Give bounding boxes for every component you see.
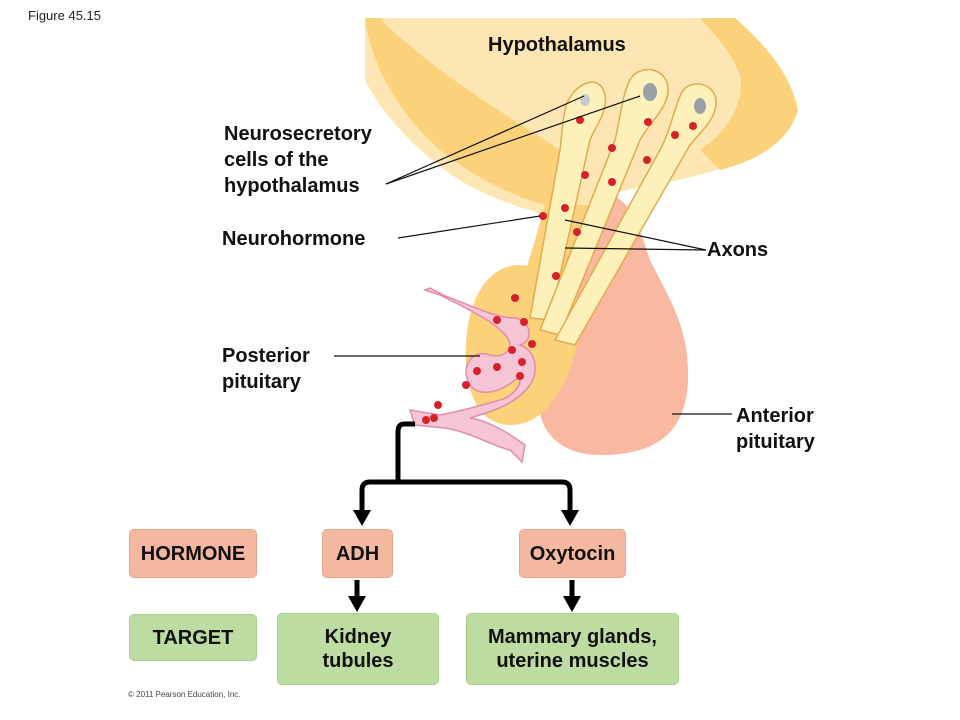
neurohormone-dot bbox=[434, 401, 442, 409]
anterior-pituitary bbox=[539, 194, 689, 456]
label-hypothalamus: Hypothalamus bbox=[488, 34, 626, 56]
neurohormone-dot bbox=[608, 178, 616, 186]
neurohormone-dots bbox=[422, 116, 697, 424]
label-posterior-pituitary: Posterior pituitary bbox=[222, 345, 310, 393]
arrow-head-kidney bbox=[348, 596, 366, 612]
arrow-heads bbox=[348, 510, 581, 612]
neurohormone-dot bbox=[520, 318, 528, 326]
neurohormone-dot bbox=[493, 316, 501, 324]
neurohormone-dot bbox=[473, 367, 481, 375]
neurohormone-dot bbox=[493, 363, 501, 371]
arrow-head-adh bbox=[353, 510, 371, 526]
arrow-head-mammary bbox=[563, 596, 581, 612]
leader-neurohormone bbox=[397, 215, 541, 239]
copyright-notice: © 2011 Pearson Education, Inc. bbox=[128, 690, 241, 699]
blood-vessel bbox=[408, 287, 536, 464]
leader-axons-2 bbox=[564, 247, 707, 251]
neurohormone-dot bbox=[528, 340, 536, 348]
neurohormone-dot bbox=[462, 381, 470, 389]
neurohormone-dot bbox=[581, 171, 589, 179]
label-axons: Axons bbox=[707, 239, 769, 261]
target-kidney-box: Kidney tubules bbox=[277, 613, 439, 685]
neurohormone-dot bbox=[430, 414, 438, 422]
neurohormone-dot bbox=[422, 416, 430, 424]
target-mammary-box: Mammary glands, uterine muscles bbox=[466, 613, 679, 685]
target-header-box: TARGET bbox=[129, 614, 257, 661]
neurohormone-dot bbox=[643, 156, 651, 164]
neurohormone-dot bbox=[573, 228, 581, 236]
neurohormone-dot bbox=[511, 294, 519, 302]
hormone-adh-box: ADH bbox=[322, 529, 393, 578]
neurohormone-dot bbox=[508, 346, 516, 354]
branch-line bbox=[359, 479, 573, 520]
nucleus bbox=[580, 94, 590, 106]
neurosecretory-cell-2 bbox=[538, 68, 669, 336]
neurohormone-dot bbox=[671, 131, 679, 139]
neurohormone-dot bbox=[516, 372, 524, 380]
leader-lines bbox=[334, 95, 732, 415]
neurohormone-dot bbox=[561, 204, 569, 212]
nucleus bbox=[694, 98, 706, 114]
leader-neurosecretory-1 bbox=[385, 95, 585, 185]
label-neurosecretory-cells: Neurosecretory cells of the hypothalamus bbox=[224, 123, 372, 197]
label-neurohormone: Neurohormone bbox=[222, 228, 366, 250]
neurohormone-dot bbox=[552, 272, 560, 280]
neurohormone-dot bbox=[518, 358, 526, 366]
neurohormone-dot bbox=[689, 122, 697, 130]
hormone-oxytocin-box: Oxytocin bbox=[519, 529, 626, 578]
hypothalamus-edge bbox=[365, 18, 560, 210]
neurohormone-dot bbox=[539, 212, 547, 220]
figure-label: Figure 45.15 bbox=[28, 8, 101, 23]
arrow-head-oxytocin bbox=[561, 510, 579, 526]
leader-axons-1 bbox=[564, 219, 707, 251]
label-anterior-pituitary: Anterior pituitary bbox=[736, 405, 815, 453]
neurohormone-dot bbox=[644, 118, 652, 126]
hypothalamus-right-edge bbox=[700, 18, 798, 170]
neurosecretory-cell-1 bbox=[529, 81, 607, 321]
neurohormone-dot bbox=[608, 144, 616, 152]
vessel-outflow-line bbox=[395, 421, 415, 482]
hormone-header-box: HORMONE bbox=[129, 529, 257, 578]
leader-neurosecretory-2 bbox=[385, 95, 641, 185]
neurosecretory-cell-3 bbox=[553, 83, 717, 346]
nucleus bbox=[643, 83, 657, 101]
